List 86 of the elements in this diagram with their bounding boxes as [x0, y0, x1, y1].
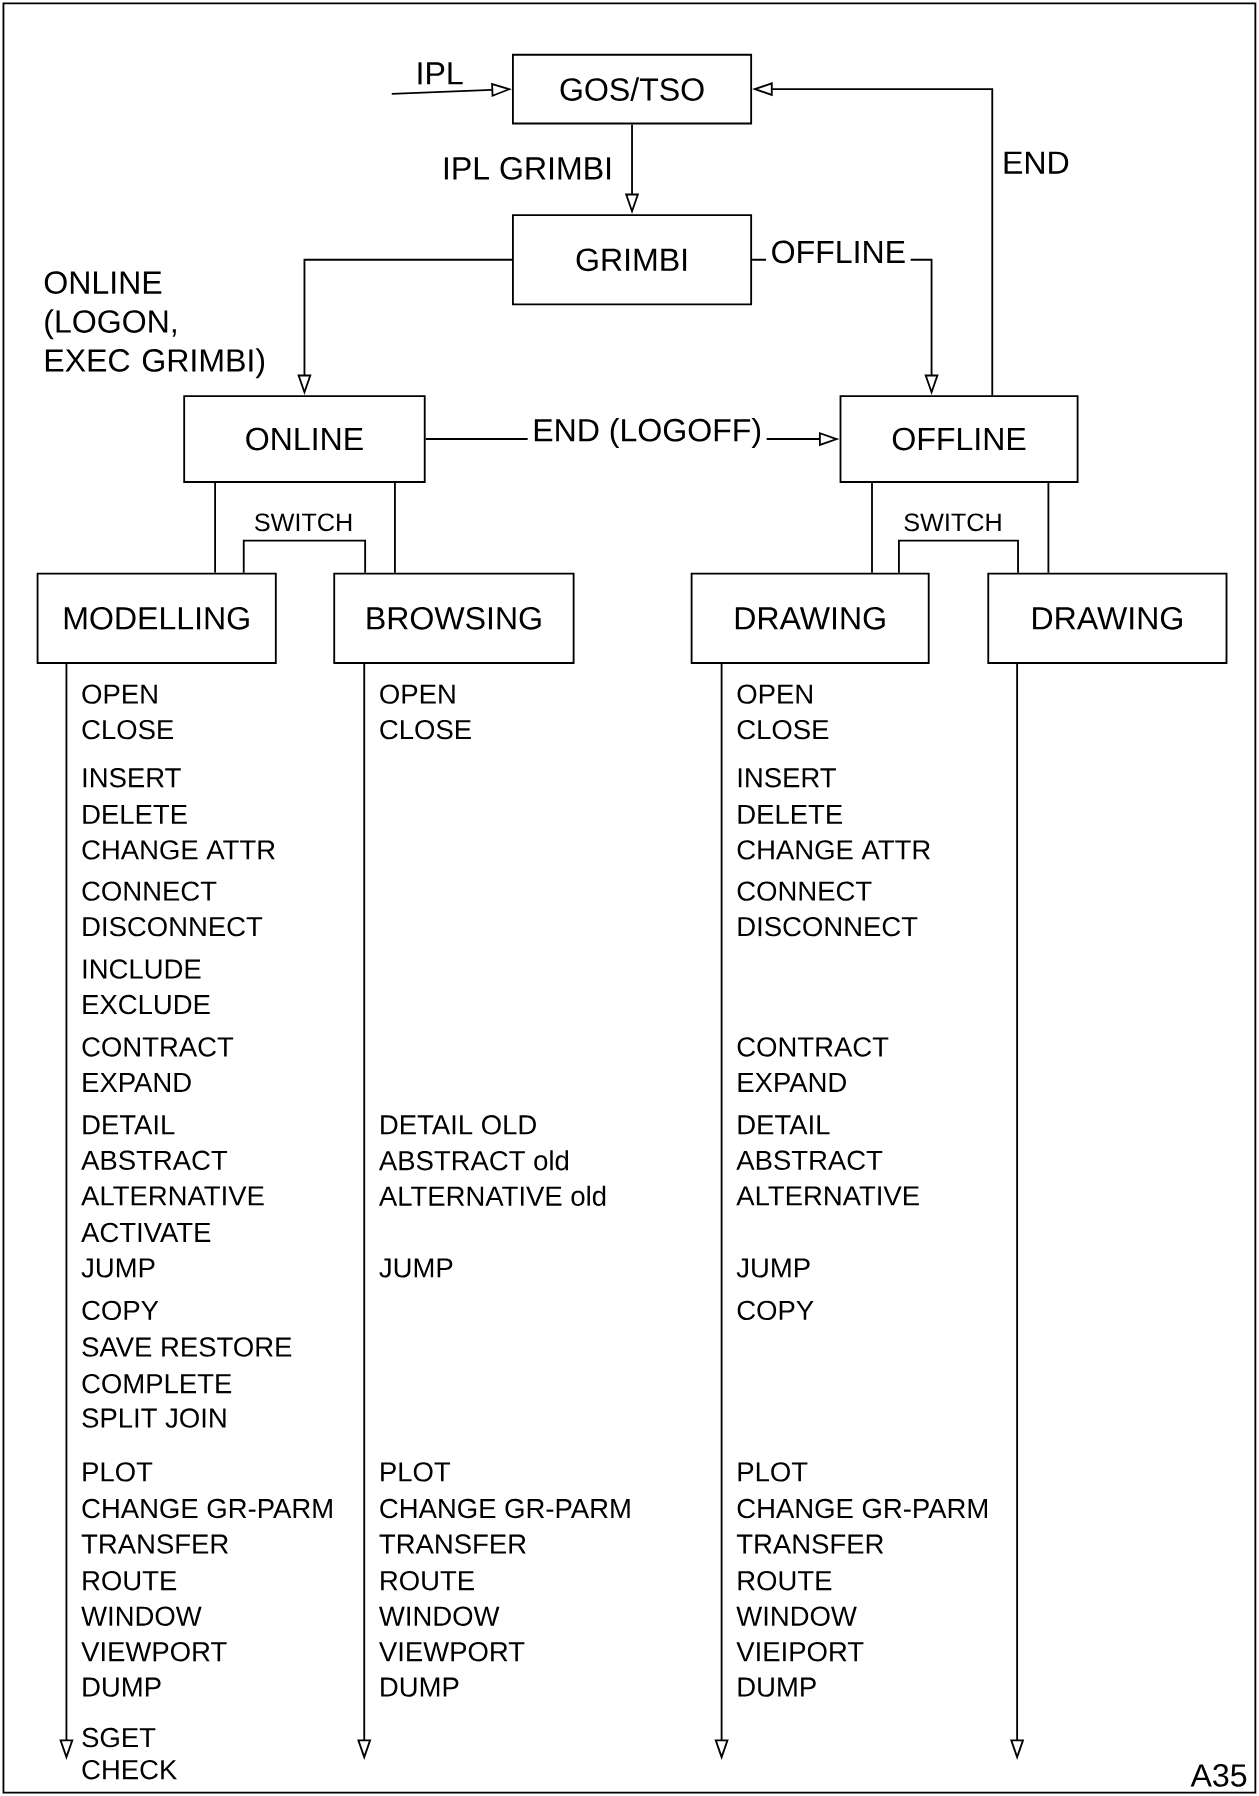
command-text: VIEWPORT	[379, 1641, 525, 1662]
command-text: ROUTE	[381, 1570, 474, 1591]
command-text: CHANGE GR-PARM	[737, 1498, 988, 1519]
command-text: COMPLETE	[82, 1373, 232, 1394]
figure-number: A35	[1190, 1764, 1247, 1787]
command-text: SPLIT JOIN	[82, 1408, 226, 1428]
command-text: EXPAND	[738, 1073, 847, 1092]
connector-line	[242, 539, 367, 574]
process-box: DRAWING	[690, 572, 930, 664]
command-text: JUMP	[736, 1258, 810, 1278]
process-box: BROWSING	[333, 572, 575, 664]
command-text: DUMP	[83, 1677, 161, 1697]
command-text: DISCONNECT	[83, 916, 263, 937]
command-text: ROUTE	[738, 1570, 832, 1591]
command-text: DETAIL OLD	[381, 1115, 537, 1135]
command-text: DETAIL	[83, 1115, 175, 1135]
connector-line	[871, 482, 873, 574]
edge-label: SWITCH	[249, 508, 358, 536]
edge-label: IPL	[411, 57, 469, 89]
process-box: MODELLING	[36, 572, 277, 664]
command-text: CLOSE	[82, 719, 174, 740]
command-text: CONNECT	[82, 881, 217, 901]
command-text: CONTRACT	[737, 1037, 889, 1057]
connector-line	[214, 482, 217, 574]
command-text: INCLUDE	[83, 959, 201, 979]
command-text: CLOSE	[737, 719, 829, 740]
command-text: CHECK	[82, 1759, 178, 1780]
command-text: ROUTE	[83, 1570, 177, 1591]
connector-line	[898, 539, 1020, 574]
command-text: COPY	[82, 1300, 159, 1321]
command-text: SAVE RESTORE	[82, 1337, 292, 1357]
command-text: TRANSFER	[81, 1534, 229, 1554]
command-text: CHANGE ATTR	[737, 840, 931, 860]
edge-label: SWITCH	[898, 508, 1008, 536]
command-text: COPY	[737, 1300, 814, 1321]
command-text: CHANGE ATTR	[82, 840, 275, 860]
command-text: JUMP	[81, 1258, 155, 1278]
command-text: OPEN	[737, 684, 813, 704]
command-text: DUMP	[738, 1677, 816, 1697]
command-text: PLOT	[381, 1462, 451, 1482]
connector-line	[394, 482, 396, 574]
command-text: DELETE	[83, 804, 187, 824]
edge-label: END (LOGOFF)	[527, 413, 767, 453]
command-text: ALTERNATIVE old	[379, 1185, 606, 1206]
command-text: VIEIPORT	[736, 1641, 864, 1662]
command-text: DUMP	[381, 1677, 459, 1697]
command-text: WINDOW	[81, 1606, 202, 1626]
command-text: PLOT	[738, 1462, 808, 1482]
command-text: TRANSFER	[379, 1534, 526, 1554]
command-text: INSERT	[738, 768, 837, 788]
command-text: PLOT	[83, 1462, 153, 1482]
command-text: WINDOW	[736, 1606, 857, 1626]
command-text: ABSTRACT	[81, 1150, 228, 1170]
command-text: ACTIVATE	[81, 1222, 211, 1243]
command-text: CHANGE GR-PARM	[380, 1498, 630, 1519]
command-text: VIEWPORT	[81, 1641, 227, 1662]
command-text: TRANSFER	[736, 1534, 884, 1554]
command-text: EXPAND	[83, 1073, 191, 1092]
command-text: OPEN	[380, 684, 455, 704]
process-box: ONLINE	[183, 395, 426, 483]
edge-label: ONLINE (LOGON, EXEC GRIMBI)	[38, 266, 275, 383]
command-text: ABSTRACT	[736, 1150, 883, 1170]
command-text: ALTERNATIVE	[736, 1186, 919, 1206]
connector-line	[1047, 482, 1050, 574]
command-text: OPEN	[82, 684, 157, 704]
command-text: EXCLUDE	[83, 994, 210, 1015]
edge-label: IPL GRIMBI	[437, 152, 618, 185]
edge-label: OFFLINE	[766, 236, 911, 268]
process-box: GRIMBI	[512, 214, 753, 306]
command-text: WINDOW	[379, 1606, 500, 1626]
command-text: DETAIL	[738, 1115, 830, 1135]
command-text: CONNECT	[737, 881, 872, 901]
command-text: CLOSE	[380, 719, 471, 740]
edge-label: END	[997, 147, 1075, 179]
process-box: GOS/TSO	[512, 53, 753, 125]
command-text: ALTERNATIVE	[81, 1186, 264, 1206]
command-text: DISCONNECT	[738, 916, 918, 937]
process-box: DRAWING	[987, 572, 1228, 664]
command-text: DELETE	[738, 804, 843, 824]
command-text: SGET	[82, 1727, 156, 1748]
command-text: CHANGE GR-PARM	[82, 1498, 332, 1519]
command-text: JUMP	[379, 1258, 453, 1278]
command-text: ABSTRACT old	[379, 1150, 569, 1171]
command-text: INSERT	[83, 768, 181, 788]
process-box: OFFLINE	[839, 395, 1079, 483]
command-text: CONTRACT	[82, 1037, 234, 1057]
